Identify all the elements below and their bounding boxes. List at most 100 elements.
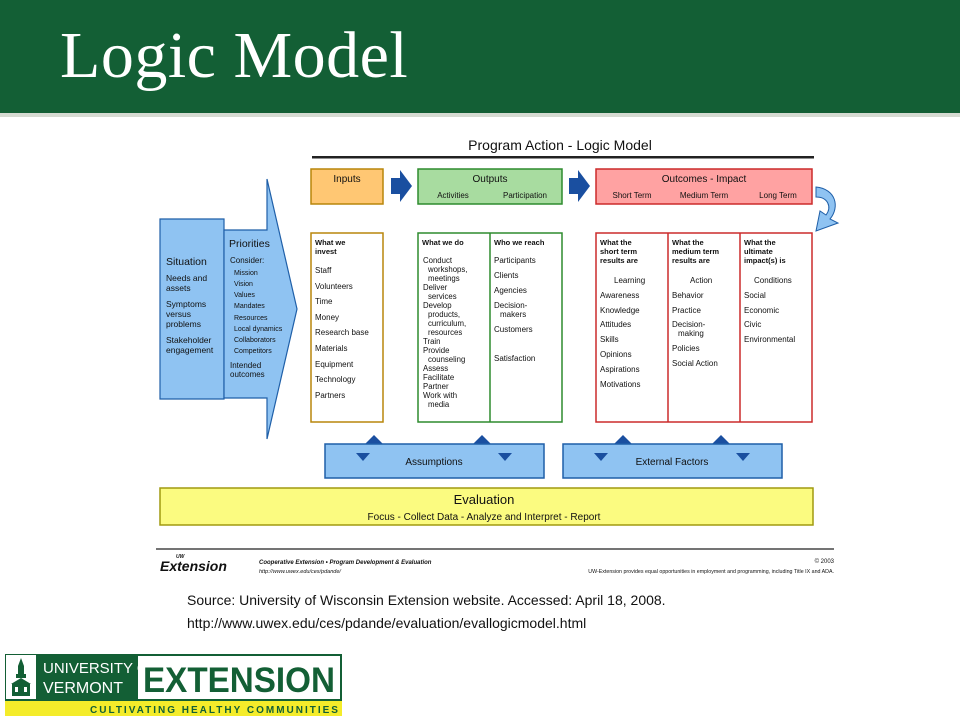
evaluation-title: Evaluation <box>454 492 515 507</box>
medium-term-item: Policies <box>672 344 700 353</box>
short-term-item: Learning <box>614 276 645 285</box>
activity-item: curriculum, <box>428 319 466 328</box>
activity-item: counseling <box>428 355 465 364</box>
medium-term-item: Social Action <box>672 359 718 368</box>
input-item: Research base <box>315 328 369 337</box>
priority-item: Mission <box>234 270 258 277</box>
participation-item: Decision- <box>494 301 528 310</box>
down-arrow-icon <box>498 453 512 461</box>
medium-term-heading: What the medium term results are <box>672 238 719 265</box>
medium-term-item: making <box>678 329 704 338</box>
long-term-heading: What the ultimate impact(s) is <box>744 238 786 265</box>
participation-item: Participants <box>494 256 536 265</box>
short-term-item: Aspirations <box>600 365 640 374</box>
short-term-item: Knowledge <box>600 306 640 315</box>
participation-item: makers <box>500 310 526 319</box>
medium-term-item: Behavior <box>672 291 704 300</box>
situation-item: problems <box>166 319 201 329</box>
svg-text:ultimate: ultimate <box>744 247 773 256</box>
down-arrow-icon <box>736 453 750 461</box>
input-item: Materials <box>315 344 347 353</box>
inputs-label: Inputs <box>333 174 360 185</box>
long-term-item: Social <box>744 291 766 300</box>
activity-item: Facilitate <box>423 373 454 382</box>
footer-notice: UW-Extension provides equal opportunitie… <box>588 569 834 575</box>
situation-items: Needs and assets Symptoms versus problem… <box>166 273 214 355</box>
participation-item: Customers <box>494 325 533 334</box>
participation-item: Satisfaction <box>494 354 535 363</box>
situation-arrow <box>159 218 225 400</box>
situation-item: engagement <box>166 345 214 355</box>
outcomes-label: Outcomes - Impact <box>662 174 747 185</box>
situation-item: assets <box>166 283 191 293</box>
activities-heading: What we do <box>422 238 464 247</box>
up-down-arrow-icon <box>711 435 731 450</box>
assumptions-box <box>324 443 545 479</box>
uvm-extension-logo: UNIVERSITY OF VERMONT EXTENSION CULTIVAT… <box>4 653 342 716</box>
diagram-title: Program Action - Logic Model <box>468 137 652 153</box>
svg-text:impact(s) is: impact(s) is <box>744 256 786 265</box>
priorities-arrow <box>223 178 298 440</box>
participation-item: Agencies <box>494 286 527 295</box>
short-term-items: Learning Awareness Knowledge Attitudes S… <box>600 276 645 389</box>
short-term-item: Awareness <box>600 291 639 300</box>
inputs-column <box>310 232 384 423</box>
short-term-item: Attitudes <box>600 320 631 329</box>
activity-item: resources <box>428 328 462 337</box>
evaluation-subtitle: Focus - Collect Data - Analyze and Inter… <box>368 512 601 523</box>
svg-text:What the: What the <box>744 238 776 247</box>
down-arrow-icon <box>594 453 608 461</box>
priorities-consider: Consider: <box>230 256 264 265</box>
outputs-sub-participation: Participation <box>503 191 547 200</box>
participation-item: Clients <box>494 271 518 280</box>
situation-item: Stakeholder <box>166 335 212 345</box>
building-icon <box>11 658 31 696</box>
slide-title: Logic Model <box>60 19 409 92</box>
priority-item: Values <box>234 292 255 299</box>
long-term-items: Conditions Social Economic Civic Environ… <box>744 276 795 344</box>
activity-item: workshops, <box>427 265 467 274</box>
inputs-to-outputs-arrow <box>391 170 412 202</box>
priorities-intended: Intended <box>230 361 261 370</box>
activity-item: Deliver <box>423 283 448 292</box>
activity-item: Partner <box>423 382 449 391</box>
logo-word: EXTENSION <box>143 661 335 700</box>
inputs-items: Staff Volunteers Time Money Research bas… <box>315 266 369 400</box>
priorities-items: Mission Vision Values Mandates Resources… <box>234 270 283 355</box>
inputs-heading: What we <box>315 238 345 247</box>
activity-item: media <box>428 400 450 409</box>
assumptions-label: Assumptions <box>405 457 462 468</box>
source-citation: Source: University of Wisconsin Extensio… <box>187 592 666 608</box>
outputs-sub-activities: Activities <box>437 191 469 200</box>
activity-item: Train <box>423 337 440 346</box>
evaluation-box <box>159 487 814 526</box>
situation-item: Symptoms <box>166 299 206 309</box>
priority-item: Competitors <box>234 348 272 355</box>
outcomes-sub-long: Long Term <box>759 191 797 200</box>
participation-heading: Who we reach <box>494 238 545 247</box>
footer-copyright: © 2003 <box>815 558 835 565</box>
activity-item: meetings <box>428 274 460 283</box>
priorities-intended: outcomes <box>230 370 265 379</box>
svg-text:results are: results are <box>600 256 638 265</box>
long-term-item: Economic <box>744 306 779 315</box>
external-factors-box <box>562 443 783 479</box>
outcomes-column <box>595 232 813 423</box>
logo-tagline: CULTIVATING HEALTHY COMMUNITIES <box>90 705 340 716</box>
svg-text:results are: results are <box>672 256 710 265</box>
up-down-arrow-icon <box>364 435 384 450</box>
outputs-label: Outputs <box>472 174 507 185</box>
priorities-label: Priorities <box>229 238 270 250</box>
long-term-item: Conditions <box>754 276 792 285</box>
footer-line1: Cooperative Extension • Program Developm… <box>259 560 432 566</box>
long-term-item: Environmental <box>744 335 795 344</box>
short-term-item: Skills <box>600 335 619 344</box>
outcomes-header <box>595 168 813 205</box>
footer-brand-prefix: UW <box>176 554 186 560</box>
svg-text:short term: short term <box>600 247 637 256</box>
short-term-item: Motivations <box>600 380 640 389</box>
activity-item: Develop <box>423 301 452 310</box>
activity-item: products, <box>428 310 460 319</box>
input-item: Staff <box>315 266 332 275</box>
short-term-heading: What the short term results are <box>600 238 638 265</box>
